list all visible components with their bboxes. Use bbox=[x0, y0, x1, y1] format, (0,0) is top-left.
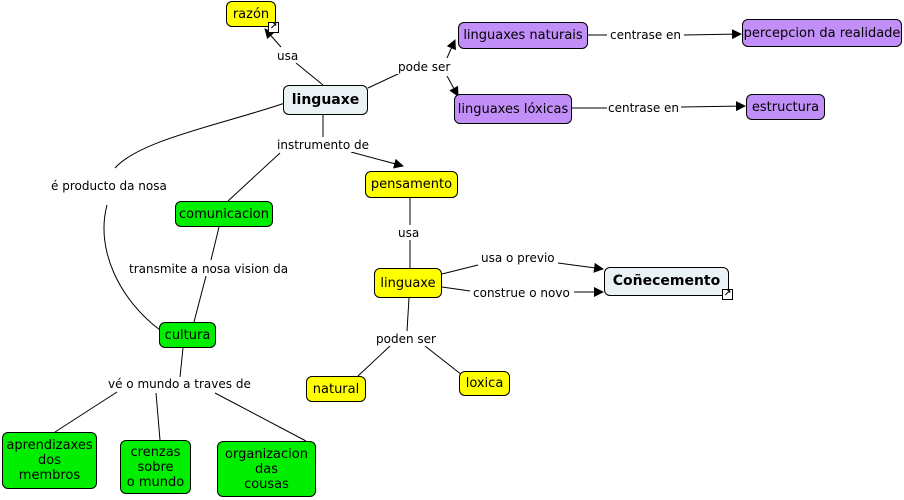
concept-loxica[interactable]: loxica bbox=[459, 371, 510, 396]
concept-linguaxes-loxicas[interactable]: linguaxes lóxicas bbox=[454, 94, 572, 124]
link-usa-linguaxe: usa bbox=[397, 226, 421, 240]
link-usa-o-previo: usa o previo bbox=[480, 251, 556, 265]
link-transmite-a-nosa-vision-da: transmite a nosa vision da bbox=[128, 262, 290, 276]
concept-organizacion-das-cousas[interactable]: organizacion das cousas bbox=[217, 441, 316, 497]
link-e-producto-da-nosa: é producto da nosa bbox=[50, 179, 168, 193]
concept-cultura[interactable]: cultura bbox=[159, 322, 216, 348]
link-pode-ser: pode ser bbox=[397, 60, 452, 74]
link-ve-o-mundo-a-traves-de: vé o mundo a traves de bbox=[107, 377, 252, 391]
concept-linguaxe-main[interactable]: linguaxe bbox=[283, 85, 368, 115]
concept-linguaxe-secondary[interactable]: linguaxe bbox=[374, 268, 442, 298]
concept-pensamento[interactable]: pensamento bbox=[365, 171, 458, 198]
link-usa-razon: usa bbox=[276, 49, 300, 63]
link-instrumento-de: instrumento de bbox=[276, 138, 370, 152]
link-construe-o-novo: construe o novo bbox=[472, 286, 571, 300]
concept-linguaxes-naturais[interactable]: linguaxes naturais bbox=[458, 22, 588, 49]
concept-comunicacion[interactable]: comunicacion bbox=[175, 201, 273, 227]
external-link-icon[interactable]: ↗ bbox=[722, 289, 733, 300]
link-centrase-en-estructura: centrase en bbox=[607, 101, 681, 115]
concept-crenzas-sobre-o-mundo[interactable]: crenzas sobre o mundo bbox=[120, 440, 191, 494]
external-link-icon[interactable]: ↗ bbox=[268, 22, 279, 33]
concept-aprendizaxes-dos-membros[interactable]: aprendizaxes dos membros bbox=[2, 432, 97, 489]
concept-conecemento[interactable]: Coñecemento bbox=[604, 267, 729, 296]
link-centrase-en-percepcion: centrase en bbox=[609, 28, 683, 42]
concept-razon[interactable]: razón bbox=[226, 1, 276, 27]
concept-estructura[interactable]: estructura bbox=[746, 94, 825, 120]
concept-natural[interactable]: natural bbox=[306, 376, 366, 402]
concept-percepcion-da-realidade[interactable]: percepcion da realidade bbox=[742, 19, 902, 47]
link-poden-ser: poden ser bbox=[375, 332, 437, 346]
